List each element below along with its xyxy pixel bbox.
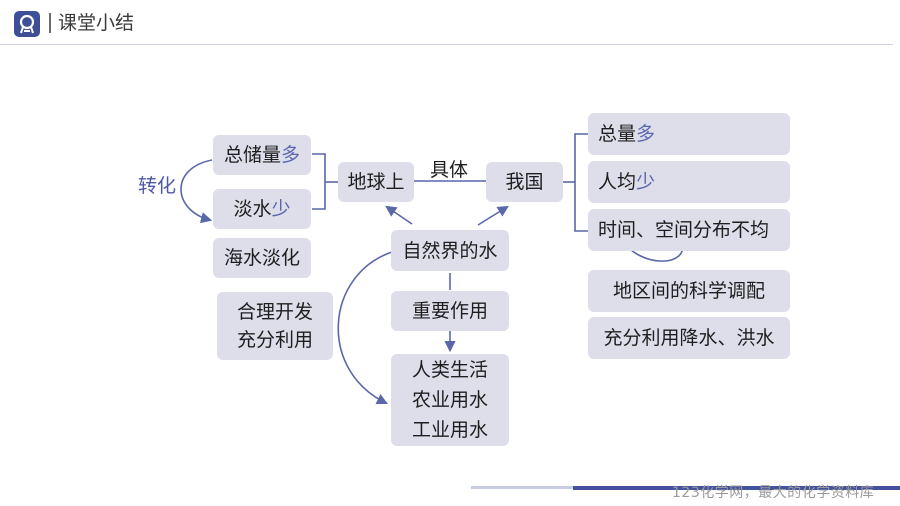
page-title: 课堂小结 [58, 12, 135, 34]
header-separator [49, 13, 51, 33]
freshwater-label: 淡水 [233, 198, 272, 220]
node-total-storage: 总储量多 [213, 135, 311, 175]
label-specific: 具体 [430, 159, 469, 181]
bracket-left [312, 153, 338, 210]
use-human-life: 人类生活 [411, 359, 488, 381]
distribution-label: 时间、空间分布不均 [598, 219, 770, 241]
arrow-to-earth [385, 205, 413, 225]
node-freshwater: 淡水少 [213, 189, 311, 229]
use-agriculture: 农业用水 [411, 389, 488, 411]
earth-label: 地球上 [347, 171, 405, 193]
node-utilize-flood: 充分利用降水、洪水 [588, 317, 790, 359]
total-amount-highlight: 多 [636, 123, 656, 145]
important-role-label: 重要作用 [411, 300, 488, 322]
node-water-uses: 人类生活 农业用水 工业用水 [391, 354, 509, 446]
freshwater-highlight: 少 [271, 198, 291, 220]
curve-to-uses [337, 251, 393, 405]
node-total-amount: 总量多 [588, 113, 790, 155]
total-storage-label: 总储量 [223, 144, 281, 166]
label-conversion: 转化 [138, 175, 177, 197]
node-distribution: 时间、空间分布不均 [588, 209, 790, 251]
footer-bar-dark [573, 486, 900, 490]
header-divider [0, 44, 893, 45]
node-important-role: 重要作用 [391, 291, 509, 331]
desalination-label: 海水淡化 [223, 247, 300, 269]
arrow-to-china [477, 205, 509, 226]
total-storage-highlight: 多 [281, 144, 301, 166]
footer-bar-light [471, 486, 581, 489]
rational-use-line1: 合理开发 [236, 301, 313, 323]
node-per-capita: 人均少 [588, 161, 790, 203]
use-industry: 工业用水 [411, 419, 488, 441]
regional-label: 地区间的科学调配 [612, 280, 765, 302]
conversion-arrow [180, 159, 213, 224]
per-capita-label: 人均 [598, 171, 637, 193]
node-natural-water: 自然界的水 [391, 230, 509, 271]
watermark: 123化学网，最大的化学资料库 [672, 485, 875, 501]
app-logo [14, 11, 40, 37]
node-china: 我国 [486, 162, 563, 202]
rational-use-line2: 充分利用 [236, 329, 313, 351]
node-rational-use: 合理开发 充分利用 [217, 292, 333, 360]
china-label: 我国 [505, 171, 544, 193]
natural-water-label: 自然界的水 [402, 239, 498, 262]
per-capita-highlight: 少 [636, 171, 656, 193]
node-desalination: 海水淡化 [213, 238, 311, 278]
node-regional: 地区间的科学调配 [588, 270, 790, 312]
utilize-flood-label: 充分利用降水、洪水 [603, 327, 775, 349]
node-earth: 地球上 [338, 162, 414, 202]
total-amount-label: 总量 [598, 123, 637, 145]
bracket-right [563, 133, 588, 232]
